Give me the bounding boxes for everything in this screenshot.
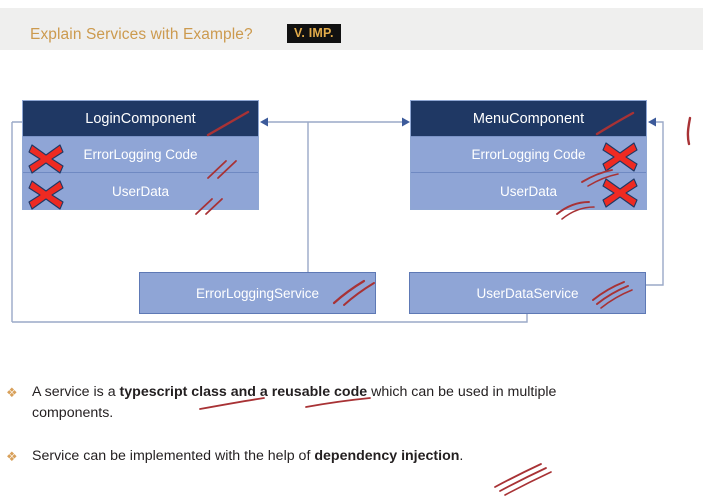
component-row-errorlogging-login: ErrorLogging Code <box>23 137 258 173</box>
bullet-text-part-3: which can be used in multiple components… <box>32 384 557 421</box>
bullet-text-part-1: Service can be implemented with the help… <box>32 448 315 464</box>
bullet-text-part-3: . <box>459 448 464 464</box>
header-band: Explain Services with Example? V. IMP. <box>0 8 703 50</box>
component-box-login[interactable]: LoginComponent ErrorLogging Code UserDat… <box>22 100 259 210</box>
component-title-login: LoginComponent <box>23 101 258 137</box>
bullet-text-part-2-bold: typescript class and a reusable code <box>119 384 368 400</box>
component-box-menu[interactable]: MenuComponent ErrorLogging Code UserData <box>410 100 647 210</box>
component-row-userdata-menu: UserData <box>411 173 646 209</box>
diamond-bullet-icon: ❖ <box>6 385 18 400</box>
bullet-item-dependency-injection: ❖ Service can be implemented with the he… <box>0 446 592 467</box>
services-diagram: LoginComponent ErrorLogging Code UserDat… <box>0 50 703 350</box>
component-row-errorlogging-menu: ErrorLogging Code <box>411 137 646 173</box>
very-important-badge: V. IMP. <box>287 24 341 43</box>
bullet-item-service-definition: ❖ A service is a typescript class and a … <box>0 382 592 424</box>
bullet-list: ❖ A service is a typescript class and a … <box>0 382 703 479</box>
service-box-errorlogging[interactable]: ErrorLoggingService <box>139 272 376 314</box>
page-title: Explain Services with Example? <box>30 26 253 43</box>
component-row-userdata-login: UserData <box>23 173 258 209</box>
bullet-text-part-2-bold: dependency injection <box>314 448 460 464</box>
diamond-bullet-icon: ❖ <box>6 449 18 464</box>
bullet-text-part-1: A service is a <box>32 384 120 400</box>
component-title-menu: MenuComponent <box>411 101 646 137</box>
service-box-userdata[interactable]: UserDataService <box>409 272 646 314</box>
